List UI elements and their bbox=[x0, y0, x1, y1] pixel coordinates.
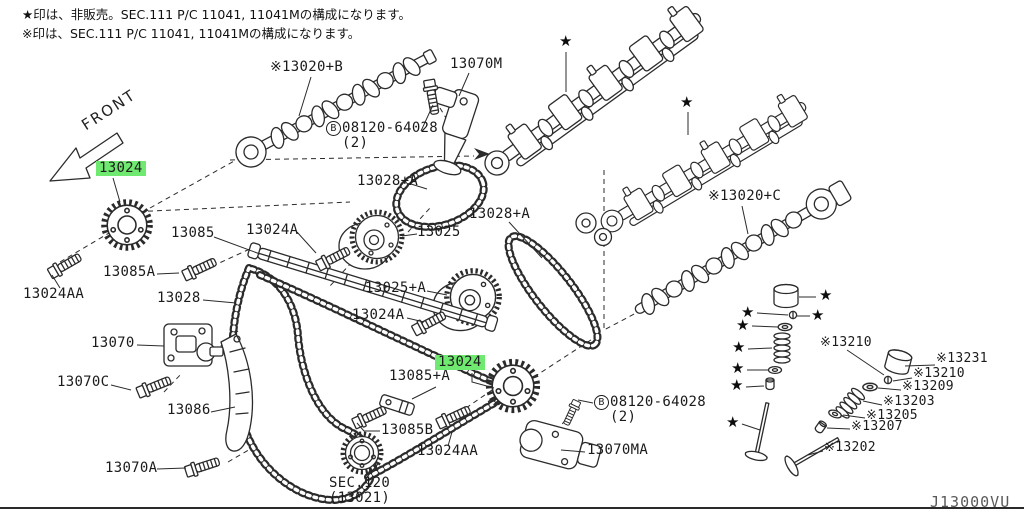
bottom-border-line bbox=[0, 507, 1024, 509]
front-arrow-icon bbox=[49, 132, 124, 182]
valve-collet bbox=[788, 310, 798, 320]
label-13024A-1: 13024A bbox=[246, 222, 299, 238]
star-marker-cam2: ★ bbox=[680, 93, 694, 111]
sec120-line2: (13021) bbox=[329, 489, 391, 506]
valve-seal bbox=[765, 377, 775, 391]
label-sec120: SEC.120 (13021) bbox=[329, 476, 390, 505]
label-13020C: ※13020+C bbox=[708, 188, 782, 204]
chain-13028A-1-illustration bbox=[392, 161, 488, 231]
label-13020B: ※13020+B bbox=[270, 59, 344, 75]
label-13207: ※13207 bbox=[851, 419, 903, 434]
spring-seat bbox=[767, 365, 783, 375]
star-marker-seal: ★ bbox=[730, 376, 744, 394]
camshaft-assembly-1-illustration bbox=[472, 0, 712, 188]
star-marker-spring: ★ bbox=[732, 338, 746, 356]
bolt-13085A bbox=[180, 254, 219, 283]
valve-seal-13207 bbox=[813, 419, 828, 435]
header-notes: ★印は、非販売。SEC.111 P/C 11041, 11041Mの構成になりま… bbox=[22, 5, 411, 44]
valve-lifter bbox=[773, 283, 799, 309]
star-marker-retainer: ★ bbox=[736, 316, 750, 334]
label-13028: 13028 bbox=[157, 290, 201, 306]
note-line-2: ※印は、SEC.111 P/C 11041, 11041Mの構成になります。 bbox=[22, 26, 361, 42]
label-13028A-1: 13028+A bbox=[357, 173, 419, 189]
label-13085: 13085 bbox=[171, 225, 215, 241]
circled-b-icon: B bbox=[326, 121, 341, 136]
bolt-13070A bbox=[183, 454, 222, 480]
valve bbox=[743, 400, 779, 463]
label-13070C: 13070C bbox=[57, 374, 110, 390]
camshaft-assembly-2-illustration bbox=[591, 86, 815, 243]
vtc-sprocket-13025-illustration bbox=[339, 212, 402, 269]
label-13025: 13025 bbox=[417, 224, 461, 240]
label-13024AA-1: 13024AA bbox=[23, 286, 85, 302]
bolt-08120-bottom bbox=[560, 398, 583, 428]
label-13085pA: 13085+A bbox=[389, 368, 451, 384]
crank-sprocket-13021-illustration bbox=[343, 434, 381, 472]
label-13209: ※13209 bbox=[902, 379, 954, 394]
bolt-number: 08120-64028 bbox=[342, 120, 439, 136]
tensioner-13070M-illustration bbox=[432, 86, 480, 176]
star-marker-seat: ★ bbox=[731, 359, 745, 377]
label-13024AA-2: 13024AA bbox=[417, 443, 479, 459]
label-13203: ※13203 bbox=[883, 394, 935, 409]
valve-lifter-13231 bbox=[883, 347, 914, 377]
star-marker-lifter: ★ bbox=[819, 286, 833, 304]
spring-retainer-13209 bbox=[862, 382, 878, 392]
camshaft-13020B-illustration bbox=[235, 49, 437, 168]
label-13231: ※13231 bbox=[936, 351, 988, 366]
label-leader-lines bbox=[51, 52, 936, 478]
star-marker-collet-right: ★ bbox=[811, 306, 825, 324]
label-13086: 13086 bbox=[167, 402, 211, 418]
circled-b-icon: B bbox=[594, 395, 609, 410]
spring-retainer bbox=[777, 322, 793, 332]
label-13028A-2: 13028+A bbox=[469, 206, 531, 222]
chain-guide-13085pA-illustration bbox=[379, 394, 415, 416]
timing-chain-13028-illustration bbox=[228, 263, 507, 505]
star-marker-valve: ★ bbox=[726, 413, 740, 431]
sec120-line1: SEC.120 bbox=[329, 475, 391, 491]
valve-spring bbox=[773, 332, 791, 364]
arrowhead bbox=[474, 148, 490, 160]
star-marker-collet-left: ★ bbox=[741, 303, 755, 321]
chain-guide-13086-illustration bbox=[220, 333, 254, 452]
chain-guide-13085-illustration bbox=[247, 242, 499, 332]
label-13210-b: ※13210 bbox=[913, 366, 965, 381]
camshaft-13020C-illustration bbox=[634, 180, 852, 315]
label-13070M: 13070M bbox=[450, 56, 503, 72]
label-13210-a: ※13210 bbox=[820, 335, 872, 350]
label-13024A-2: 13024A bbox=[352, 307, 405, 323]
bolt-qty: (2) bbox=[610, 409, 637, 425]
bolt-number: 08120-64028 bbox=[610, 394, 707, 410]
spring-seat-13205 bbox=[827, 407, 843, 421]
tensioner-13070-illustration bbox=[163, 323, 224, 367]
label-13085B: 13085B bbox=[381, 422, 434, 438]
sprocket-13024-left-illustration bbox=[104, 202, 150, 248]
label-13202: ※13202 bbox=[824, 440, 876, 455]
bolt-qty: (2) bbox=[342, 135, 369, 151]
chain-13028A-2-illustration bbox=[504, 232, 602, 350]
label-13085A: 13085A bbox=[103, 264, 156, 280]
bolt-13070C bbox=[134, 372, 174, 401]
tensioner-13070MA-illustration bbox=[519, 419, 602, 470]
note-line-1: ★印は、非販売。SEC.111 P/C 11041, 11041Mの構成になりま… bbox=[22, 7, 412, 22]
sprocket-13024-right-illustration bbox=[489, 362, 537, 410]
diagram-code: J13000VU bbox=[930, 493, 1011, 511]
star-marker-cam1: ★ bbox=[559, 32, 573, 50]
label-13070: 13070 bbox=[91, 335, 135, 351]
camshaft-end-caps-illustration bbox=[575, 212, 613, 247]
label-13025A: 13025+A bbox=[365, 280, 427, 296]
label-13024-left: 13024 bbox=[96, 161, 146, 176]
valve-collet-13210 bbox=[883, 375, 893, 385]
label-13070MA: 13070MA bbox=[587, 442, 649, 458]
label-13070A: 13070A bbox=[105, 460, 158, 476]
label-13024-right: 13024 bbox=[435, 355, 485, 370]
label-13205: ※13205 bbox=[866, 408, 918, 423]
